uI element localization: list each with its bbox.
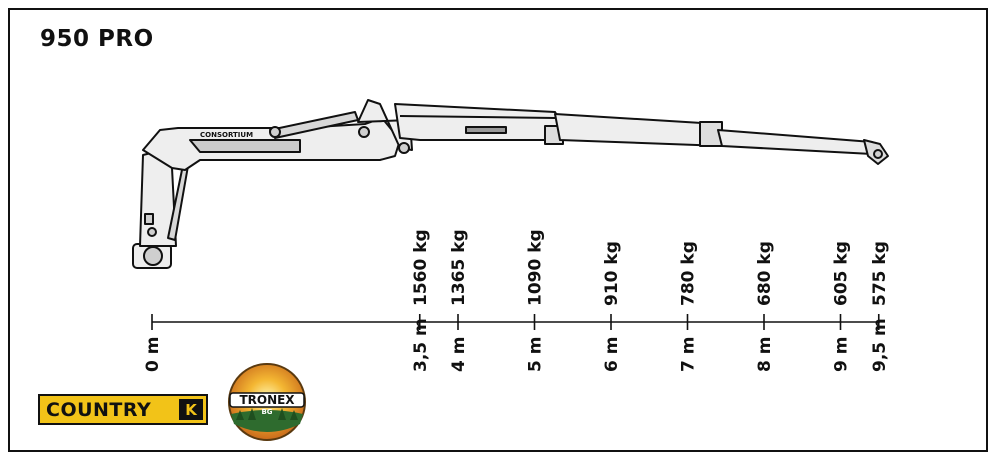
distance-label: 4 m [449,337,469,372]
capacity-label: 910 kg [602,241,622,306]
origin-label: 0 m [143,337,163,372]
base-wheel [143,246,163,266]
tronex-forest [231,410,303,432]
boom-extension-1 [554,113,725,147]
distance-label: 6 m [602,337,622,372]
country-logo-mark: K [179,399,203,420]
distance-axis: 0 m [143,314,880,372]
tronex-logo-text: TRONEX [239,393,295,407]
capacity-label: 1365 kg [449,229,469,306]
tronex-logo: TRONEX BG [228,363,306,441]
capacity-label: 575 kg [870,241,890,306]
capacity-label: 1090 kg [526,229,546,306]
capacity-label: 1560 kg [411,229,431,306]
capacity-label: 680 kg [755,241,775,306]
distance-label: 3,5 m [411,318,431,372]
capacity-marks: 3,5 m 1560 kg 4 m 1365 kg 5 m 1090 kg 6 m 910 k… [411,229,890,372]
model-title: 950 PRO [40,26,154,52]
distance-label: 9,5 m [870,318,890,372]
boom-extension-2 [717,129,873,155]
diagram-frame [8,8,988,452]
capacity-label: 780 kg [679,241,699,306]
tronex-logo-sub: BG [261,408,272,416]
distance-label: 9 m [832,337,852,372]
outer-boom [394,103,563,141]
distance-label: 5 m [526,337,546,372]
country-logo-text: COUNTRY [46,398,152,421]
country-logo: COUNTRY K [38,394,208,425]
distance-label: 8 m [755,337,775,372]
capacity-label: 605 kg [832,241,852,306]
distance-label: 7 m [679,337,699,372]
boom-brand-text: CONSORTIUM [200,131,253,139]
